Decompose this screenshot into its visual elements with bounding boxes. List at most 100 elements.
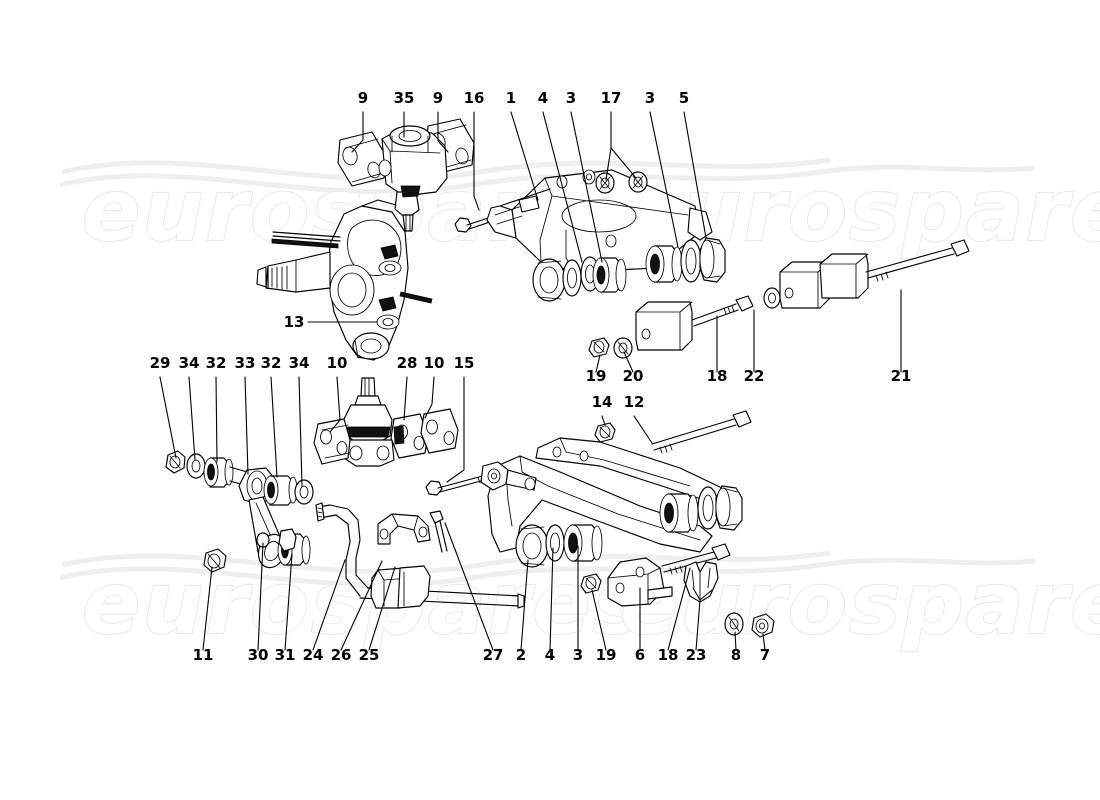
callout-33: 33 [235,354,256,475]
callout-14: 14 [592,393,612,426]
callout-leader-line [270,376,278,478]
callout-35: 35 [394,89,415,138]
callout-number: 3 [573,646,583,664]
callout-leader-line [340,560,383,651]
callout-5: 5 [679,89,707,239]
callout-leader-line [549,547,554,651]
callout-number: 20 [623,367,644,385]
callout-leader-line [257,542,264,651]
callout-leader-line [437,111,449,153]
callout-leader-line [762,633,766,651]
callout-9: 9 [351,89,368,153]
callout-number: 25 [359,646,380,664]
callout-leader-line [520,559,529,651]
callout-22: 22 [744,309,764,385]
callout-number: 11 [193,646,214,664]
callout-10: 10 [327,354,347,433]
callout-9: 9 [433,89,449,153]
callout-25: 25 [359,566,396,664]
callout-29: 29 [150,354,177,459]
callout-19: 19 [586,354,607,385]
callout-number: 29 [150,354,171,372]
callout-leader-line [605,111,637,181]
callout-26: 26 [331,560,383,664]
callout-24: 24 [303,559,346,664]
callout-number: 1 [506,89,516,107]
callout-28: 28 [397,354,418,421]
callout-number: 5 [679,89,689,107]
callout-number: 18 [707,367,728,385]
callout-3: 3 [566,89,603,263]
part-upper-control-arm [486,169,726,302]
callout-leader-line [734,631,737,651]
callout-4: 4 [545,547,555,664]
callout-leader-line [403,376,408,421]
callout-8: 8 [731,631,741,664]
callout-leader-line [312,559,346,651]
part-bump-stop-left [588,287,781,359]
callout-leader-line [159,376,177,459]
callout-number: 33 [235,354,256,372]
callout-leader-line [444,522,494,651]
callout-leader-line [601,415,606,426]
callout-leader-line [446,376,465,483]
callout-leader-line [215,376,218,463]
callout-3: 3 [573,545,583,664]
callout-number: 34 [179,354,200,372]
callout-number: 16 [464,89,485,107]
callout-15: 15 [446,354,474,483]
callout-number: 3 [645,89,655,107]
callout-leader-line [244,376,249,475]
callout-leader-line [368,566,396,651]
callout-number: 3 [566,89,576,107]
callout-21: 21 [891,289,912,385]
callout-leader-line [473,111,480,211]
callout-number: 23 [686,646,707,664]
callout-leader-line [188,376,196,461]
callout-leader-line [202,566,213,651]
callout-32: 32 [206,354,226,463]
callout-leader-line [298,376,303,487]
callout-6: 6 [635,587,645,664]
callout-number: 35 [394,89,415,107]
callout-number: 2 [516,646,526,664]
callout-20: 20 [623,351,644,385]
part-lower-ball-joint-assembly [313,377,459,467]
callout-leader-line [542,111,583,263]
callout-number: 24 [303,646,324,664]
callout-leader-line [649,111,679,248]
callout-leader-line [351,111,364,153]
callout-34: 34 [179,354,200,461]
callout-leader-line [329,376,341,433]
callout-number: 30 [248,646,269,664]
callout-18: 18 [707,315,728,385]
callout-number: 19 [596,646,617,664]
callout-19: 19 [591,589,617,664]
callout-30: 30 [248,542,269,664]
callout-leader-line [424,376,435,419]
callout-31: 31 [275,553,295,664]
callout-number: 19 [586,367,607,385]
part-lower-control-arm [480,437,743,568]
callout-number: 4 [538,89,548,107]
part-bump-stop-right [779,239,970,309]
callout-number: 21 [891,367,912,385]
callout-27: 27 [444,522,503,664]
callout-13: 13 [284,313,378,331]
callout-number: 17 [601,89,622,107]
callout-2: 2 [516,559,529,664]
callout-number: 28 [397,354,418,372]
callout-10: 10 [424,354,444,419]
callout-number: 13 [284,313,305,331]
callout-12: 12 [624,393,653,444]
callout-leader-line [570,111,603,263]
part-anti-roll-bar-assembly [165,450,525,609]
callout-number: 9 [358,89,368,107]
callout-number: 9 [433,89,443,107]
callout-leader-line [595,354,601,373]
callout-4: 4 [538,89,583,263]
part-bolt-12-nut-14 [594,410,752,454]
part-washers-17 [595,171,648,194]
